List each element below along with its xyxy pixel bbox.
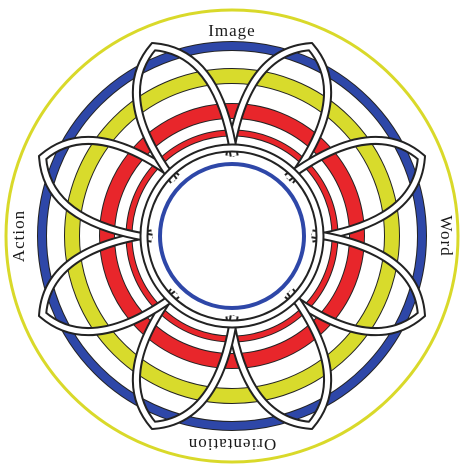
label-right-word: Word: [437, 215, 456, 256]
label-bottom-orientation: Orientation: [188, 435, 276, 454]
blue-center-ring: [160, 164, 304, 308]
label-left-action: Action: [9, 210, 28, 262]
colored-rings: [42, 46, 422, 426]
label-top-image: Image: [208, 21, 255, 40]
